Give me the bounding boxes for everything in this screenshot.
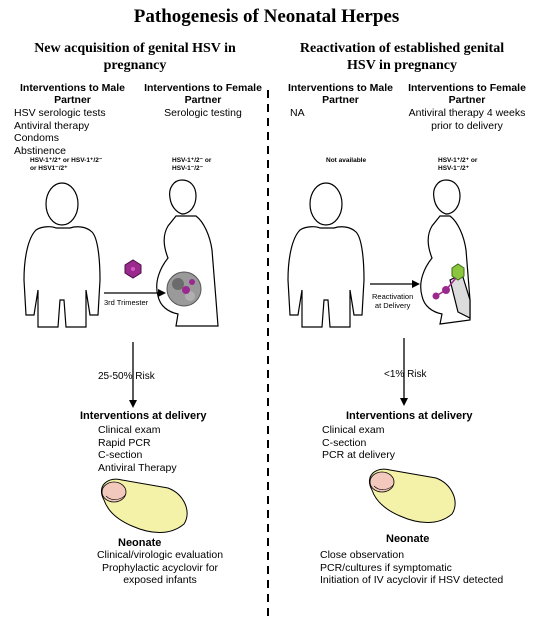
list-item: Prophylactic acyclovir for bbox=[101, 561, 219, 574]
left-virus-icon bbox=[124, 259, 142, 279]
left-male-serostatus: HSV-1⁺/2⁺ or HSV-1⁺/2⁻ or HSV1⁻/2⁺ bbox=[30, 157, 103, 172]
left-female-serostatus: HSV-1⁺/2⁻ or HSV-1⁻/2⁻ bbox=[172, 157, 212, 172]
right-female-header: Interventions to Female Partner bbox=[408, 82, 526, 106]
left-neonate-interventions: Clinical/virologic evaluation Prophylact… bbox=[70, 549, 250, 587]
right-male-serostatus: Not available bbox=[326, 157, 367, 164]
list-item: Clinical exam bbox=[98, 424, 161, 436]
list-item: Antiviral therapy bbox=[14, 119, 90, 132]
right-risk-label: <1% Risk bbox=[384, 369, 427, 380]
right-male-silhouette bbox=[287, 182, 365, 328]
left-transmission-label: 3rd Trimester bbox=[104, 298, 149, 307]
right-column-heading: Reactivation of established genital HSV … bbox=[299, 41, 505, 73]
list-item: PCR/cultures if symptomatic bbox=[320, 561, 452, 574]
list-item: PCR at delivery bbox=[322, 449, 395, 461]
right-delivery-header: Interventions at delivery bbox=[346, 410, 473, 422]
list-item: exposed infants bbox=[123, 574, 197, 586]
list-item: Abstinence bbox=[14, 144, 66, 157]
list-item: C-section bbox=[98, 449, 143, 461]
list-item: Antiviral Therapy bbox=[98, 461, 177, 474]
list-item: HSV serologic tests bbox=[14, 107, 106, 119]
list-item: Clinical/virologic evaluation bbox=[96, 549, 224, 561]
left-delivery-interventions: Clinical exam Rapid PCR C-section Antivi… bbox=[98, 424, 177, 474]
right-female-interventions: Antiviral therapy 4 weeks prior to deliv… bbox=[402, 107, 532, 132]
right-neonate-interventions: Close observation PCR/cultures if sympto… bbox=[320, 549, 503, 587]
left-female-interventions: Serologic testing bbox=[138, 107, 268, 120]
left-fetus-image bbox=[166, 271, 202, 307]
list-item: Antiviral therapy 4 weeks bbox=[408, 107, 526, 119]
list-item: Close observation bbox=[320, 549, 405, 561]
list-item: prior to delivery bbox=[431, 119, 503, 132]
left-baby-image bbox=[100, 478, 188, 533]
left-risk-label: 25-50% Risk bbox=[98, 371, 155, 382]
list-item: Condoms bbox=[14, 132, 59, 144]
right-male-header: Interventions to Male Partner bbox=[287, 82, 393, 106]
list-item: Serologic testing bbox=[164, 107, 242, 119]
list-item: C-section bbox=[322, 436, 367, 449]
right-virus-shedding-icon bbox=[432, 263, 465, 300]
list-item: Initiation of IV acyclovir if HSV detect… bbox=[320, 574, 504, 586]
left-male-silhouette bbox=[23, 182, 101, 328]
page-title: Pathogenesis of Neonatal Herpes bbox=[133, 6, 400, 27]
left-female-header: Interventions to Female Partner bbox=[144, 82, 262, 106]
right-neonate-header: Neonate bbox=[386, 533, 430, 545]
left-male-interventions: HSV serologic tests Antiviral therapy Co… bbox=[14, 107, 106, 157]
right-female-silhouette bbox=[420, 179, 471, 325]
list-item: Rapid PCR bbox=[98, 436, 151, 449]
left-male-header: Interventions to Male Partner bbox=[19, 82, 125, 106]
right-baby-image bbox=[368, 468, 456, 523]
left-column-heading: New acquisition of genital HSV in pregna… bbox=[34, 41, 236, 73]
right-transmission-label: Reactivation at Delivery bbox=[372, 292, 414, 310]
right-male-interventions: NA bbox=[290, 107, 305, 120]
list-item: Clinical exam bbox=[322, 424, 385, 436]
right-female-serostatus: HSV-1⁺/2⁺ or HSV-1⁻/2⁺ bbox=[438, 157, 478, 172]
left-delivery-header: Interventions at delivery bbox=[80, 410, 207, 422]
right-delivery-interventions: Clinical exam C-section PCR at delivery bbox=[322, 424, 395, 462]
left-neonate-header: Neonate bbox=[118, 537, 162, 549]
list-item: NA bbox=[290, 107, 305, 119]
